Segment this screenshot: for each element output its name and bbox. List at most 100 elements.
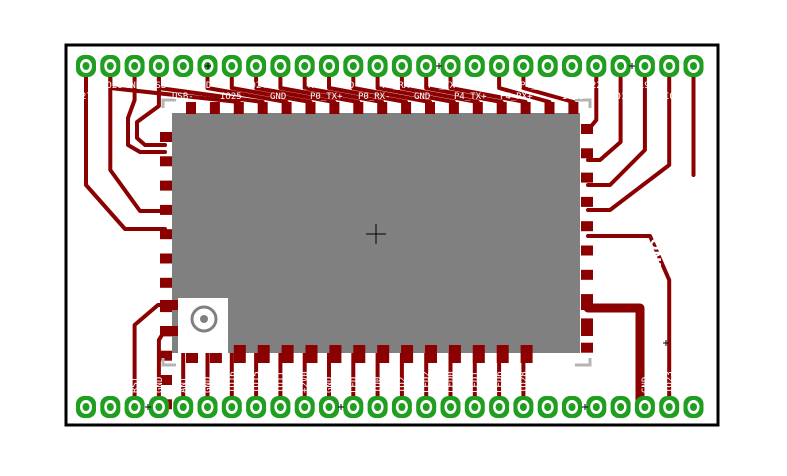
module-pad bbox=[329, 345, 342, 363]
header-pin-hole bbox=[82, 62, 90, 70]
header-pin-hole bbox=[398, 403, 406, 411]
bottom-pin-label: IO16 bbox=[228, 371, 238, 393]
top-pin-label: P4_TX- bbox=[428, 81, 461, 91]
bottom-pin-label: +3V3 bbox=[617, 371, 627, 393]
header-pin-hole bbox=[544, 62, 552, 70]
module-pad bbox=[281, 102, 292, 114]
header-pin-hole bbox=[325, 62, 333, 70]
header-pin-hole bbox=[106, 403, 114, 411]
copper-trace bbox=[586, 234, 672, 407]
module-pad bbox=[581, 245, 593, 256]
module-corner-brackets bbox=[161, 98, 592, 367]
top-pin-label: P0_TX+ bbox=[310, 92, 343, 102]
top-pin-label: P0_RX- bbox=[358, 92, 391, 102]
top-pin-label: USB- bbox=[172, 92, 194, 102]
bottom-pin-label: GND bbox=[641, 377, 651, 393]
bottom-pin-label: IO23 bbox=[665, 371, 675, 393]
module-pad bbox=[581, 196, 593, 207]
copper-trace bbox=[108, 66, 167, 213]
header-pin-hole bbox=[349, 62, 357, 70]
bottom-pin-label: GND bbox=[568, 377, 578, 393]
module-pad bbox=[281, 345, 294, 363]
module-pad bbox=[160, 375, 172, 385]
top-pin-label: IO20 bbox=[664, 92, 686, 102]
corner-bracket bbox=[575, 98, 592, 108]
bottom-pin-label: GND bbox=[544, 377, 554, 393]
bottom-pin-label: LED0 bbox=[447, 371, 457, 393]
header-pin-hole bbox=[495, 403, 503, 411]
dragino-logo: DRAGINO bbox=[646, 238, 666, 341]
header-pin-hole bbox=[374, 403, 382, 411]
bottom-pin-label: LED1 bbox=[471, 371, 481, 393]
module-pad bbox=[160, 204, 172, 215]
module-pad bbox=[160, 326, 180, 336]
header-pin-hole bbox=[447, 62, 454, 70]
copper-trace bbox=[135, 66, 167, 147]
header-pin-hole bbox=[301, 403, 309, 411]
module-pad bbox=[329, 102, 340, 114]
module-pad bbox=[581, 172, 593, 183]
module-pad bbox=[160, 229, 172, 240]
header-pin-hole bbox=[495, 62, 503, 70]
header-pin-hole bbox=[179, 62, 187, 70]
module-pad bbox=[257, 102, 268, 114]
bottom-pin-label: GND bbox=[82, 377, 92, 393]
logo-text: DRAGINO bbox=[649, 238, 665, 312]
module-pad bbox=[233, 345, 246, 363]
header-pin-hole bbox=[374, 62, 382, 70]
header-pin-hole bbox=[398, 62, 406, 70]
header-pin-hole bbox=[568, 403, 576, 411]
bottom-pin-label: RST bbox=[131, 376, 141, 393]
module-pad bbox=[581, 294, 593, 305]
module-pad bbox=[544, 102, 555, 114]
module-pad bbox=[160, 350, 172, 361]
top-pin-label: P0_RX+ bbox=[382, 81, 415, 91]
header-pin-hole bbox=[228, 62, 236, 70]
copper-trace bbox=[586, 66, 623, 162]
module-pad bbox=[581, 342, 593, 353]
corner-bracket bbox=[161, 358, 176, 367]
module-pad bbox=[377, 102, 388, 114]
top-pin-label: USB bbox=[150, 81, 166, 91]
header-pin-hole bbox=[617, 403, 625, 411]
header-pin-hole bbox=[568, 62, 576, 70]
top-pin-label: IO19 bbox=[628, 81, 650, 91]
header-pin-hole bbox=[228, 403, 236, 411]
module-pad bbox=[209, 102, 220, 114]
board-title: HE Expander v0.2 bbox=[677, 210, 693, 345]
header-pin-hole bbox=[519, 62, 527, 70]
module-pad bbox=[401, 345, 414, 363]
bottom-pin-label: GND bbox=[325, 377, 335, 393]
bottom-pin-label: +2V0 bbox=[301, 371, 311, 393]
module-pad bbox=[401, 102, 412, 114]
bottom-pin-label: IO28 bbox=[519, 371, 529, 393]
bottom-pin-label: LED2 bbox=[422, 371, 432, 393]
bottom-pin-label: GND bbox=[204, 377, 214, 393]
module-pad bbox=[581, 326, 593, 336]
copper-trace bbox=[586, 66, 672, 212]
copper-trace bbox=[583, 303, 645, 410]
header-pin-hole bbox=[252, 403, 260, 411]
bottom-pin-label: LED6 bbox=[495, 371, 505, 393]
top-pin-label: GND bbox=[270, 92, 286, 102]
mounting-hole bbox=[200, 315, 208, 323]
module-pad bbox=[257, 345, 270, 363]
header-pin-hole bbox=[325, 403, 333, 411]
top-pin-label: P4_RX+ bbox=[500, 92, 533, 102]
bottom-pin-label: IO0 bbox=[374, 377, 384, 393]
header-pin-hole bbox=[422, 403, 430, 411]
top-pin-label: IO24 bbox=[245, 81, 267, 91]
module-pad bbox=[425, 345, 437, 363]
copper-trace bbox=[84, 66, 167, 231]
center-crosshair bbox=[366, 224, 386, 244]
header-pin-hole bbox=[447, 403, 454, 411]
dragino-logo-icon bbox=[646, 321, 666, 341]
header-pin-hole bbox=[471, 403, 479, 411]
top-pin-label: IO25 bbox=[220, 92, 242, 102]
module-pad bbox=[520, 102, 531, 114]
top-pin-label: IO22 bbox=[580, 81, 602, 91]
header-pin-hole bbox=[276, 62, 284, 70]
top-pin-label: IO21 bbox=[562, 92, 584, 102]
